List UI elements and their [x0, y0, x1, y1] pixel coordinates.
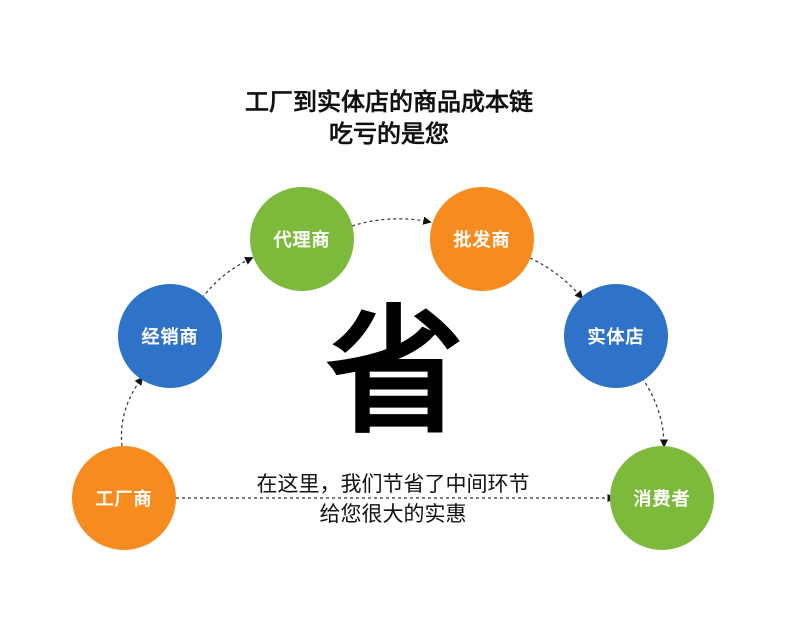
node-agent: 代理商	[250, 187, 354, 291]
arrow-factory-to-distributor	[120, 376, 144, 447]
arrow-distributor-to-agent	[201, 257, 254, 299]
node-factory: 工厂商	[72, 446, 176, 550]
node-wholesaler: 批发商	[430, 187, 534, 291]
node-distributor: 经销商	[118, 284, 222, 388]
arrow-agent-to-wholesaler	[351, 216, 432, 227]
caption-line-1: 在这里，我们节省了中间环节	[256, 472, 530, 496]
center-character: 省	[325, 292, 464, 453]
caption-line-2: 给您很大的实惠	[319, 502, 467, 526]
title-line-2: 吃亏的是您	[329, 120, 449, 148]
node-store: 实体店	[564, 284, 668, 388]
node-consumer: 消费者	[610, 446, 714, 550]
arrow-store-to-consumer	[641, 377, 669, 448]
arrow-wholesaler-to-store	[529, 257, 584, 300]
title-line-1: 工厂到实体店的商品成本链	[245, 88, 533, 116]
